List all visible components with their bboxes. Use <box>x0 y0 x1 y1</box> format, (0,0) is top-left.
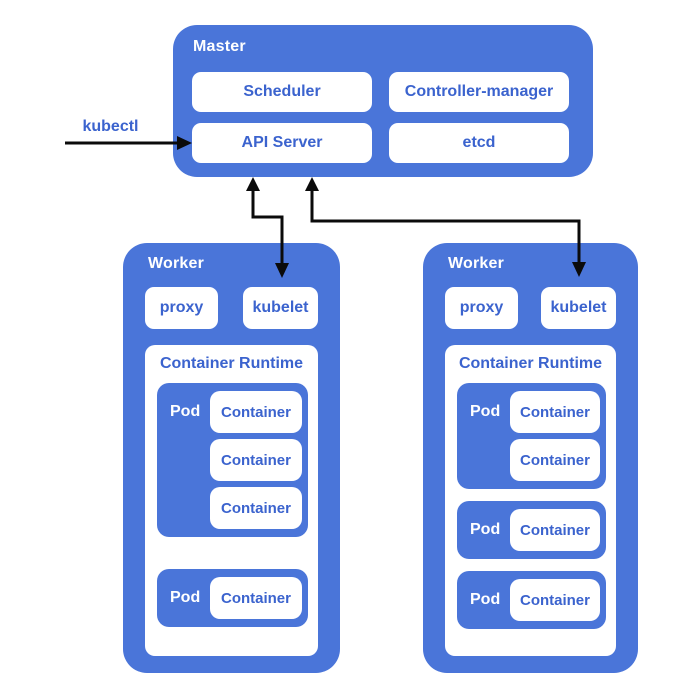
pod-label: Pod <box>470 403 501 420</box>
worker-title: Worker <box>448 255 505 272</box>
kubelet-box: kubelet <box>541 287 616 329</box>
container-list: Container <box>510 509 600 551</box>
container-list: Container <box>210 577 302 619</box>
container-runtime-title: Container Runtime <box>458 355 603 372</box>
worker-node-2: Worker proxy kubelet Container Runtime P… <box>423 243 638 673</box>
pod-box: Pod Container <box>457 571 606 629</box>
container-box: Container <box>510 439 600 481</box>
pod-label: Pod <box>470 591 501 608</box>
arrowhead-up-icon <box>246 177 260 191</box>
pod-box: Pod Container <box>457 501 606 559</box>
container-runtime-title: Container Runtime <box>159 355 304 372</box>
container-box: Container <box>510 579 600 621</box>
arrowhead-up-icon <box>305 177 319 191</box>
pod-label: Pod <box>170 589 201 606</box>
proxy-box: proxy <box>445 287 518 329</box>
proxy-box: proxy <box>145 287 218 329</box>
pod-label: Pod <box>170 403 201 420</box>
etcd-box: etcd <box>389 123 569 163</box>
pod-box: Pod Container <box>157 569 308 627</box>
container-box: Container <box>510 509 600 551</box>
container-box: Container <box>210 439 302 481</box>
master-components: Scheduler Controller-manager API Server … <box>192 72 569 163</box>
container-list: Container <box>510 579 600 621</box>
worker-title: Worker <box>148 255 205 272</box>
worker-node-1: Worker proxy kubelet Container Runtime P… <box>123 243 340 673</box>
container-box: Container <box>510 391 600 433</box>
container-box: Container <box>210 391 302 433</box>
container-box: Container <box>210 577 302 619</box>
kubectl-label: kubectl <box>82 118 139 135</box>
kubelet-box: kubelet <box>243 287 318 329</box>
master-node: Master Scheduler Controller-manager API … <box>173 25 593 177</box>
scheduler-box: Scheduler <box>192 72 372 112</box>
api-server-box: API Server <box>192 123 372 163</box>
container-box: Container <box>210 487 302 529</box>
controller-manager-box: Controller-manager <box>389 72 569 112</box>
master-title: Master <box>193 38 246 55</box>
pod-label: Pod <box>470 521 501 538</box>
